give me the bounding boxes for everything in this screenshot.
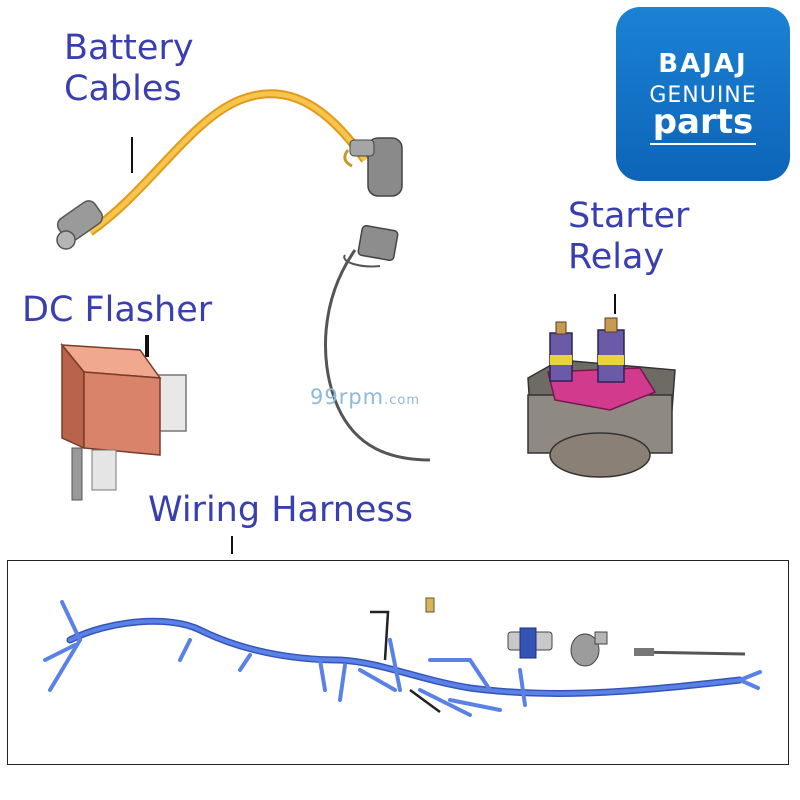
starter-relay-label: Starter Relay xyxy=(568,196,690,277)
wiring-harness-label: Wiring Harness xyxy=(148,490,413,530)
harness-small-fuse xyxy=(425,597,435,613)
harness-clip-connector xyxy=(507,627,553,659)
battery-terminal-right xyxy=(343,137,403,197)
battery-terminal-left xyxy=(56,200,104,250)
watermark: 99rpm.com xyxy=(310,385,421,409)
harness-horn-connector xyxy=(570,631,608,667)
starter-relay-leader xyxy=(614,294,616,314)
battery-cables-leader xyxy=(131,137,133,173)
battery-cables-label: Battery Cables xyxy=(64,28,194,109)
harness-sensor-lead xyxy=(633,648,746,656)
bajaj-genuine-parts-logo: BAJAJ GENUINE parts xyxy=(616,7,790,181)
dc-flasher-leader xyxy=(145,335,149,357)
wiring-harness-frame xyxy=(7,560,789,765)
wiring-harness-leader xyxy=(231,536,233,554)
dc-flasher-label: DC Flasher xyxy=(22,290,213,330)
relay-terminal-left xyxy=(549,321,573,382)
relay-terminal-right xyxy=(597,317,625,383)
